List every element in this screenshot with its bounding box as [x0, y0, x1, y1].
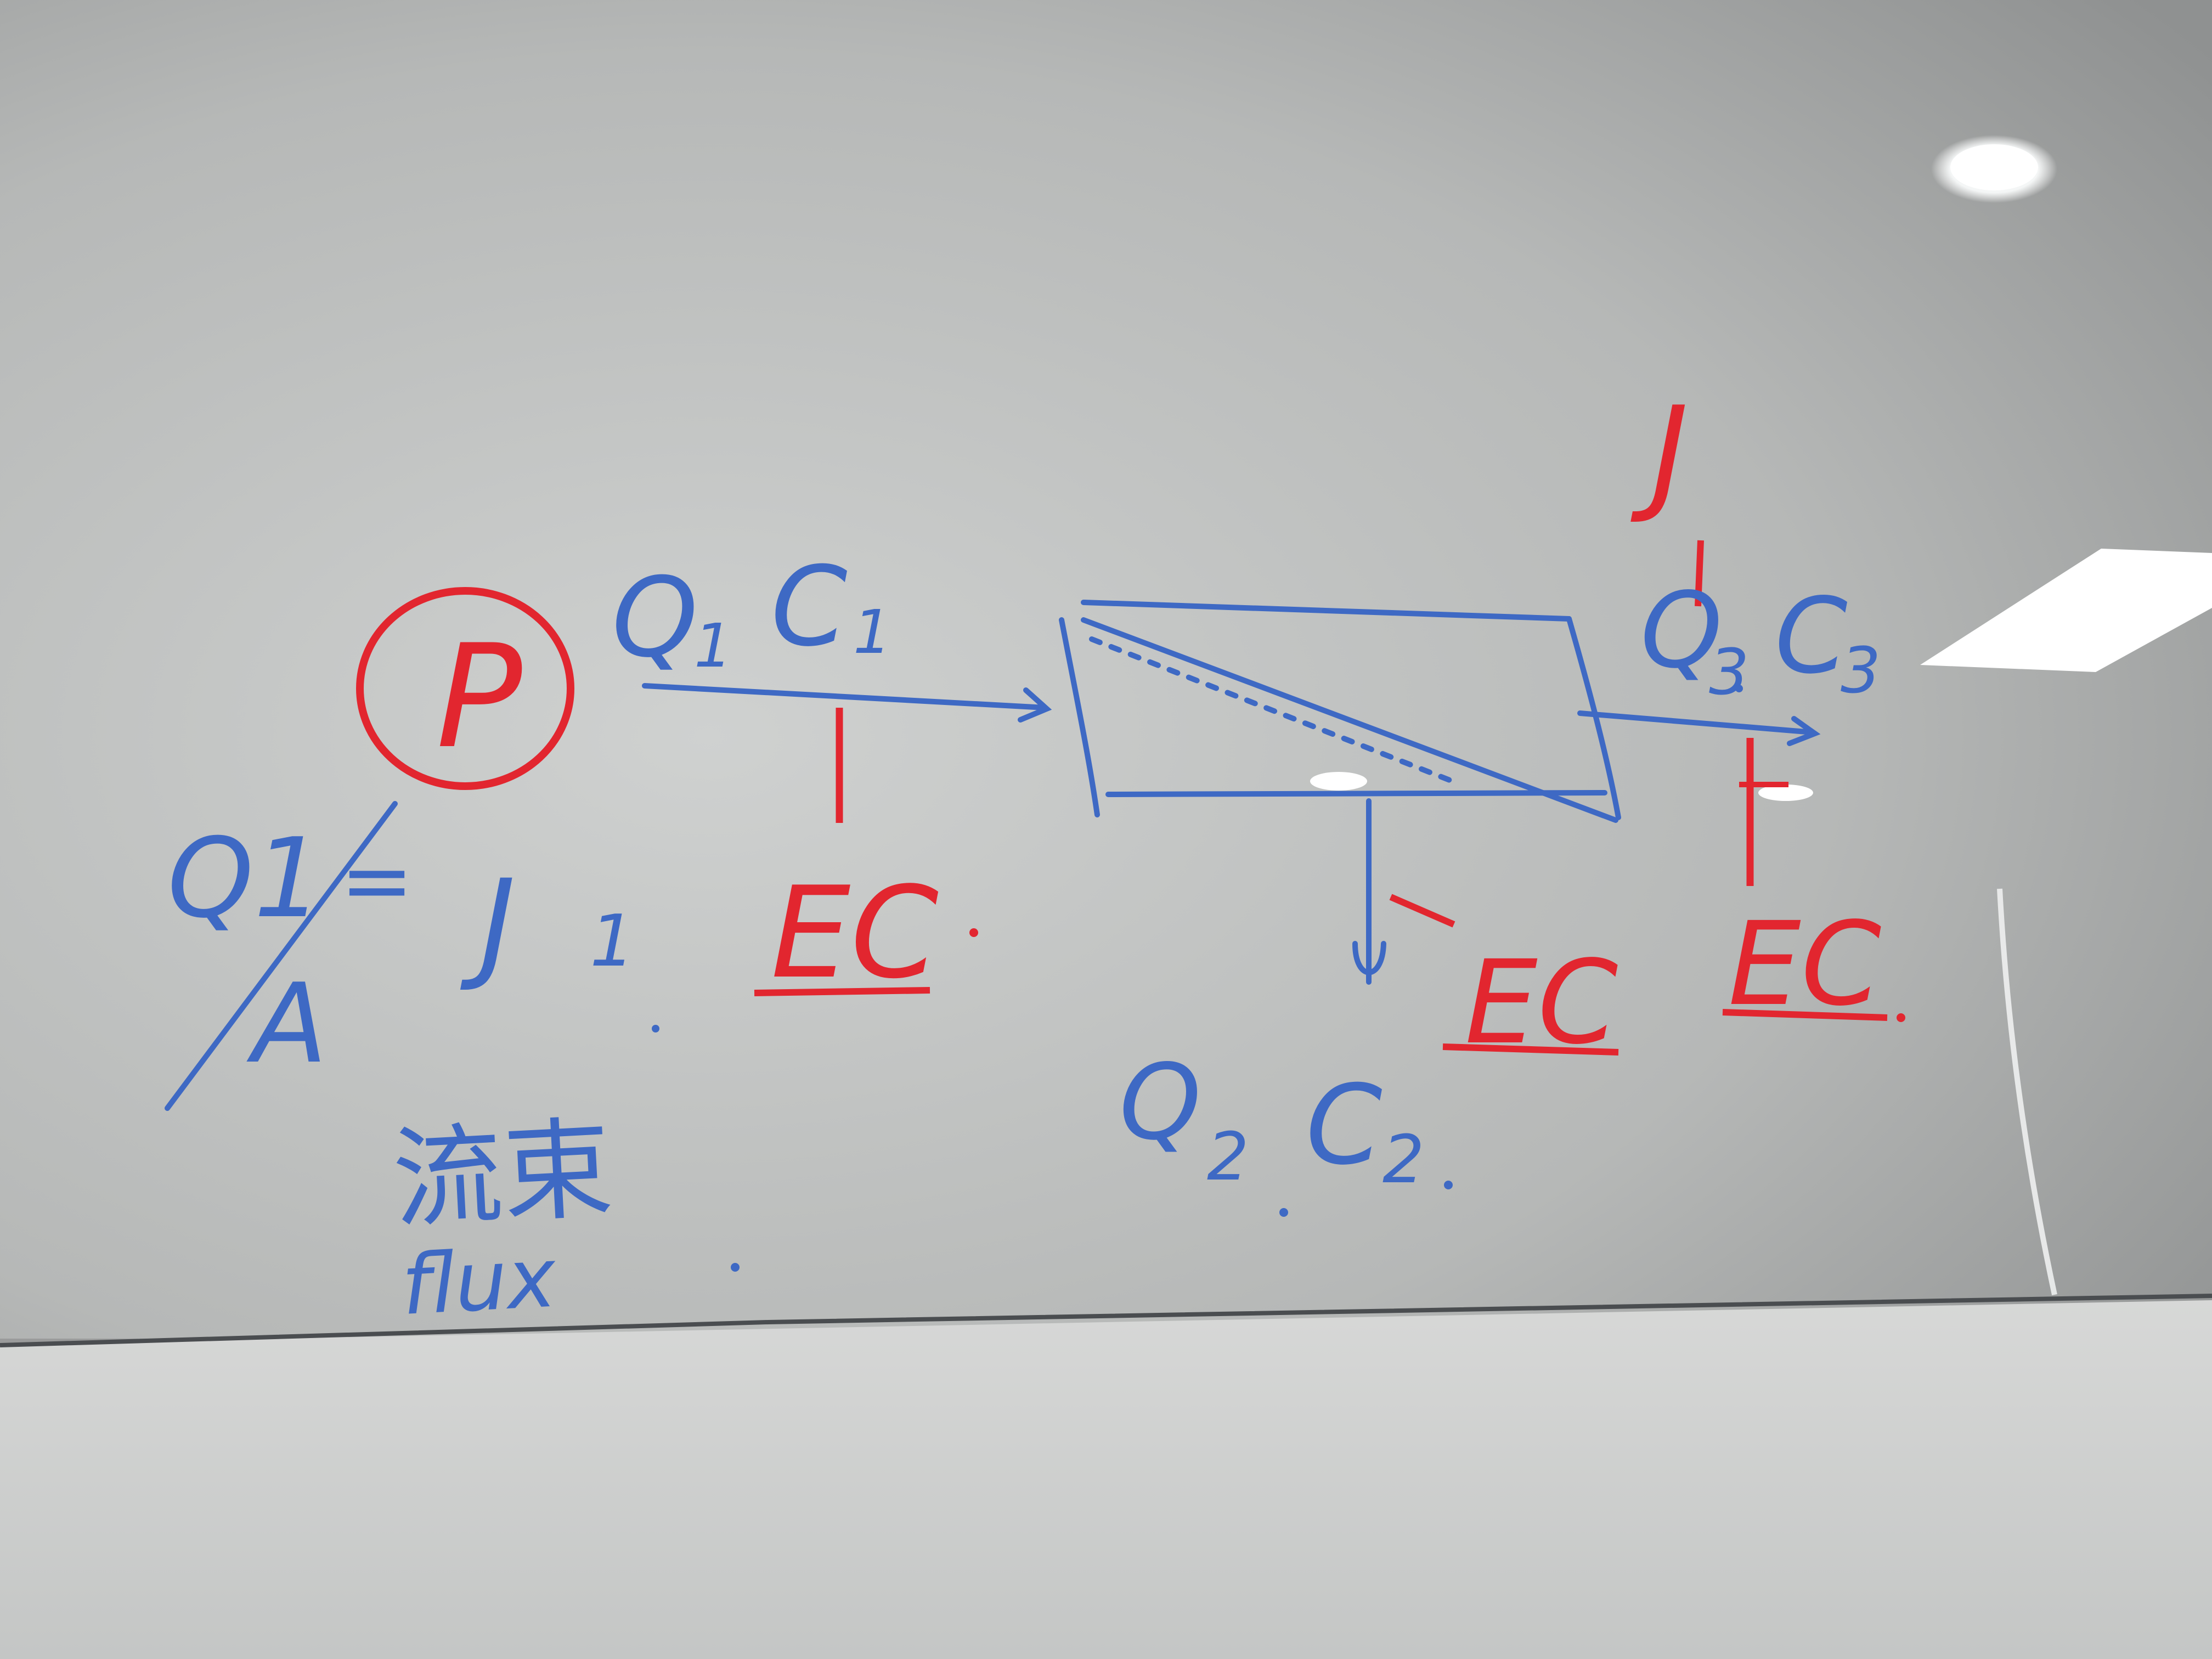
- glare-spot-filter: [1310, 772, 1367, 791]
- retentate-arrow: [1577, 710, 1821, 746]
- stream3-labels: Q 3 C 3: [1640, 570, 1881, 709]
- permeate-arrow: [1352, 798, 1386, 985]
- dot: [1444, 1181, 1453, 1189]
- chinese-flux-label: 流束: [390, 1105, 616, 1244]
- reflection-streak: [1997, 888, 2057, 1296]
- membrane-filter-box: [1059, 600, 1621, 823]
- stream1-q-sub: 1: [694, 611, 732, 681]
- stream3-q: Q: [1640, 570, 1723, 691]
- stream3-c-sub: 3: [1841, 634, 1881, 708]
- flux-formula: Q1 = A: [165, 801, 414, 1111]
- window-light-reflection: [1920, 549, 2212, 672]
- filter-left-edge: [1059, 617, 1100, 817]
- dot: [1735, 685, 1743, 692]
- pump-circle: [356, 587, 574, 790]
- board-upper-panel: [0, 0, 2212, 1339]
- dot: [969, 928, 978, 937]
- english-flux-label: flux: [399, 1230, 560, 1334]
- dot: [652, 1025, 659, 1032]
- filter-top-edge: [1081, 600, 1572, 622]
- ec-left-label: EC: [771, 860, 939, 1007]
- flux-formula-equals: =: [340, 829, 414, 932]
- filter-right-edge: [1566, 616, 1621, 820]
- dot: [731, 1263, 740, 1272]
- dot: [1279, 1208, 1288, 1217]
- filter-dotted-line: [1089, 636, 1457, 785]
- filter-bottom-edge: [1105, 790, 1607, 797]
- board-lower-panel: [0, 1300, 2212, 1659]
- flux-formula-fraction-bar: [165, 801, 398, 1111]
- pump-symbol: P: [356, 587, 574, 790]
- feed-arrow: [642, 683, 1052, 723]
- ec-right-underline: [1722, 1009, 1888, 1021]
- stream1-labels: Q 1 C 1: [612, 543, 891, 682]
- stream3-c: C: [1775, 575, 1848, 697]
- stream2-q: Q: [1119, 1042, 1201, 1163]
- stream2-labels: Q 2 C 2: [1119, 1042, 1453, 1217]
- flux-symbol-sub: 1: [590, 899, 635, 983]
- glare-spot-right: [1758, 785, 1813, 801]
- flux-formula-denominator: A: [246, 960, 328, 1088]
- panel-divider-line: [0, 1294, 2212, 1347]
- stream2-c: C: [1306, 1062, 1383, 1189]
- ec-left-underline: [754, 987, 930, 996]
- ceiling-light-reflection-core: [1950, 144, 2038, 190]
- stream2-q-sub: 2: [1207, 1119, 1249, 1195]
- dot: [1897, 1013, 1905, 1022]
- pump-label: P: [436, 614, 523, 780]
- filter-membrane-diagonal: [1081, 617, 1618, 823]
- stream1-c-sub: 1: [853, 597, 891, 667]
- flux-formula-numerator: Q1: [167, 815, 324, 943]
- ec-middle-underline: [1442, 1043, 1619, 1056]
- stream1-c: C: [771, 543, 848, 671]
- stream1-q: Q: [612, 554, 698, 682]
- stream2-c-sub: 2: [1383, 1122, 1424, 1198]
- ec-middle-connector: [1389, 894, 1455, 928]
- connector-top-right: [1695, 540, 1704, 607]
- ec-right-label: EC: [1728, 897, 1881, 1031]
- stream3-q-sub: 3: [1709, 636, 1749, 709]
- flux-annotation: 流束 flux: [390, 1105, 740, 1334]
